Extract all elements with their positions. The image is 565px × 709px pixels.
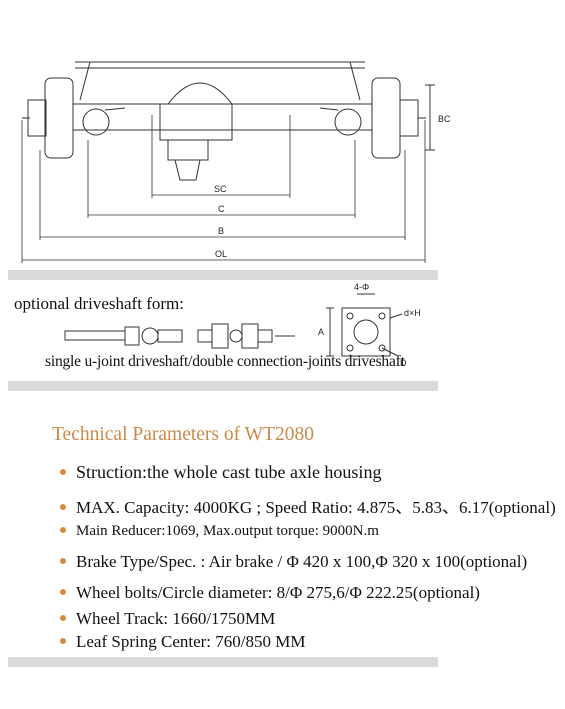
flange-label-dxh: d×H xyxy=(404,308,421,318)
separator-bar-top xyxy=(8,270,438,280)
param-item: Struction:the whole cast tube axle housi… xyxy=(60,462,381,483)
bullet-icon xyxy=(60,468,66,475)
separator-bar-middle xyxy=(8,381,438,391)
param-item: Wheel Track: 1660/1750MM xyxy=(60,609,275,629)
flange-label-holes: 4-Φ xyxy=(354,282,369,292)
differential-housing xyxy=(167,82,233,105)
params-title: Technical Parameters of WT2080 xyxy=(52,424,314,445)
right-brake-drum xyxy=(371,77,401,159)
dim-label-b: B xyxy=(218,226,224,236)
driveshaft-title: optional driveshaft form: xyxy=(14,294,184,313)
dim-label-ol: OL xyxy=(215,249,227,259)
flange-label-a: A xyxy=(318,327,324,337)
flange-drawing: 4-Φ d×H A D xyxy=(318,282,421,368)
flange-label-d: D xyxy=(400,358,407,368)
dim-label-bc: BC xyxy=(438,114,451,124)
bullet-icon xyxy=(60,638,66,645)
separator-bar-bottom xyxy=(8,657,438,667)
driveshaft-illustrations xyxy=(64,323,295,349)
bullet-icon xyxy=(60,615,66,622)
bullet-icon xyxy=(60,558,66,565)
param-item: MAX. Capacity: 4000KG ; Speed Ratio: 4.8… xyxy=(60,493,556,518)
left-brake-drum xyxy=(44,77,74,159)
param-item: Main Reducer:1069, Max.output torque: 90… xyxy=(60,523,379,540)
dim-label-sc: SC xyxy=(214,184,227,194)
param-item: Brake Type/Spec. : Air brake / Φ 420 x 1… xyxy=(60,552,527,572)
bullet-icon xyxy=(60,526,66,533)
right-brake-chamber xyxy=(334,108,362,136)
axle-technical-drawing: BC SC C B OL xyxy=(21,61,451,263)
dim-label-c: C xyxy=(218,204,225,214)
param-item: Wheel bolts/Circle diameter: 8/Φ 275,6/Φ… xyxy=(60,583,480,603)
driveshaft-caption: single u-joint driveshaft/double connect… xyxy=(45,353,405,370)
param-item: Leaf Spring Center: 760/850 MM xyxy=(60,632,305,652)
left-brake-chamber xyxy=(82,108,110,136)
bullet-icon xyxy=(60,589,66,596)
bullet-icon xyxy=(60,504,66,511)
